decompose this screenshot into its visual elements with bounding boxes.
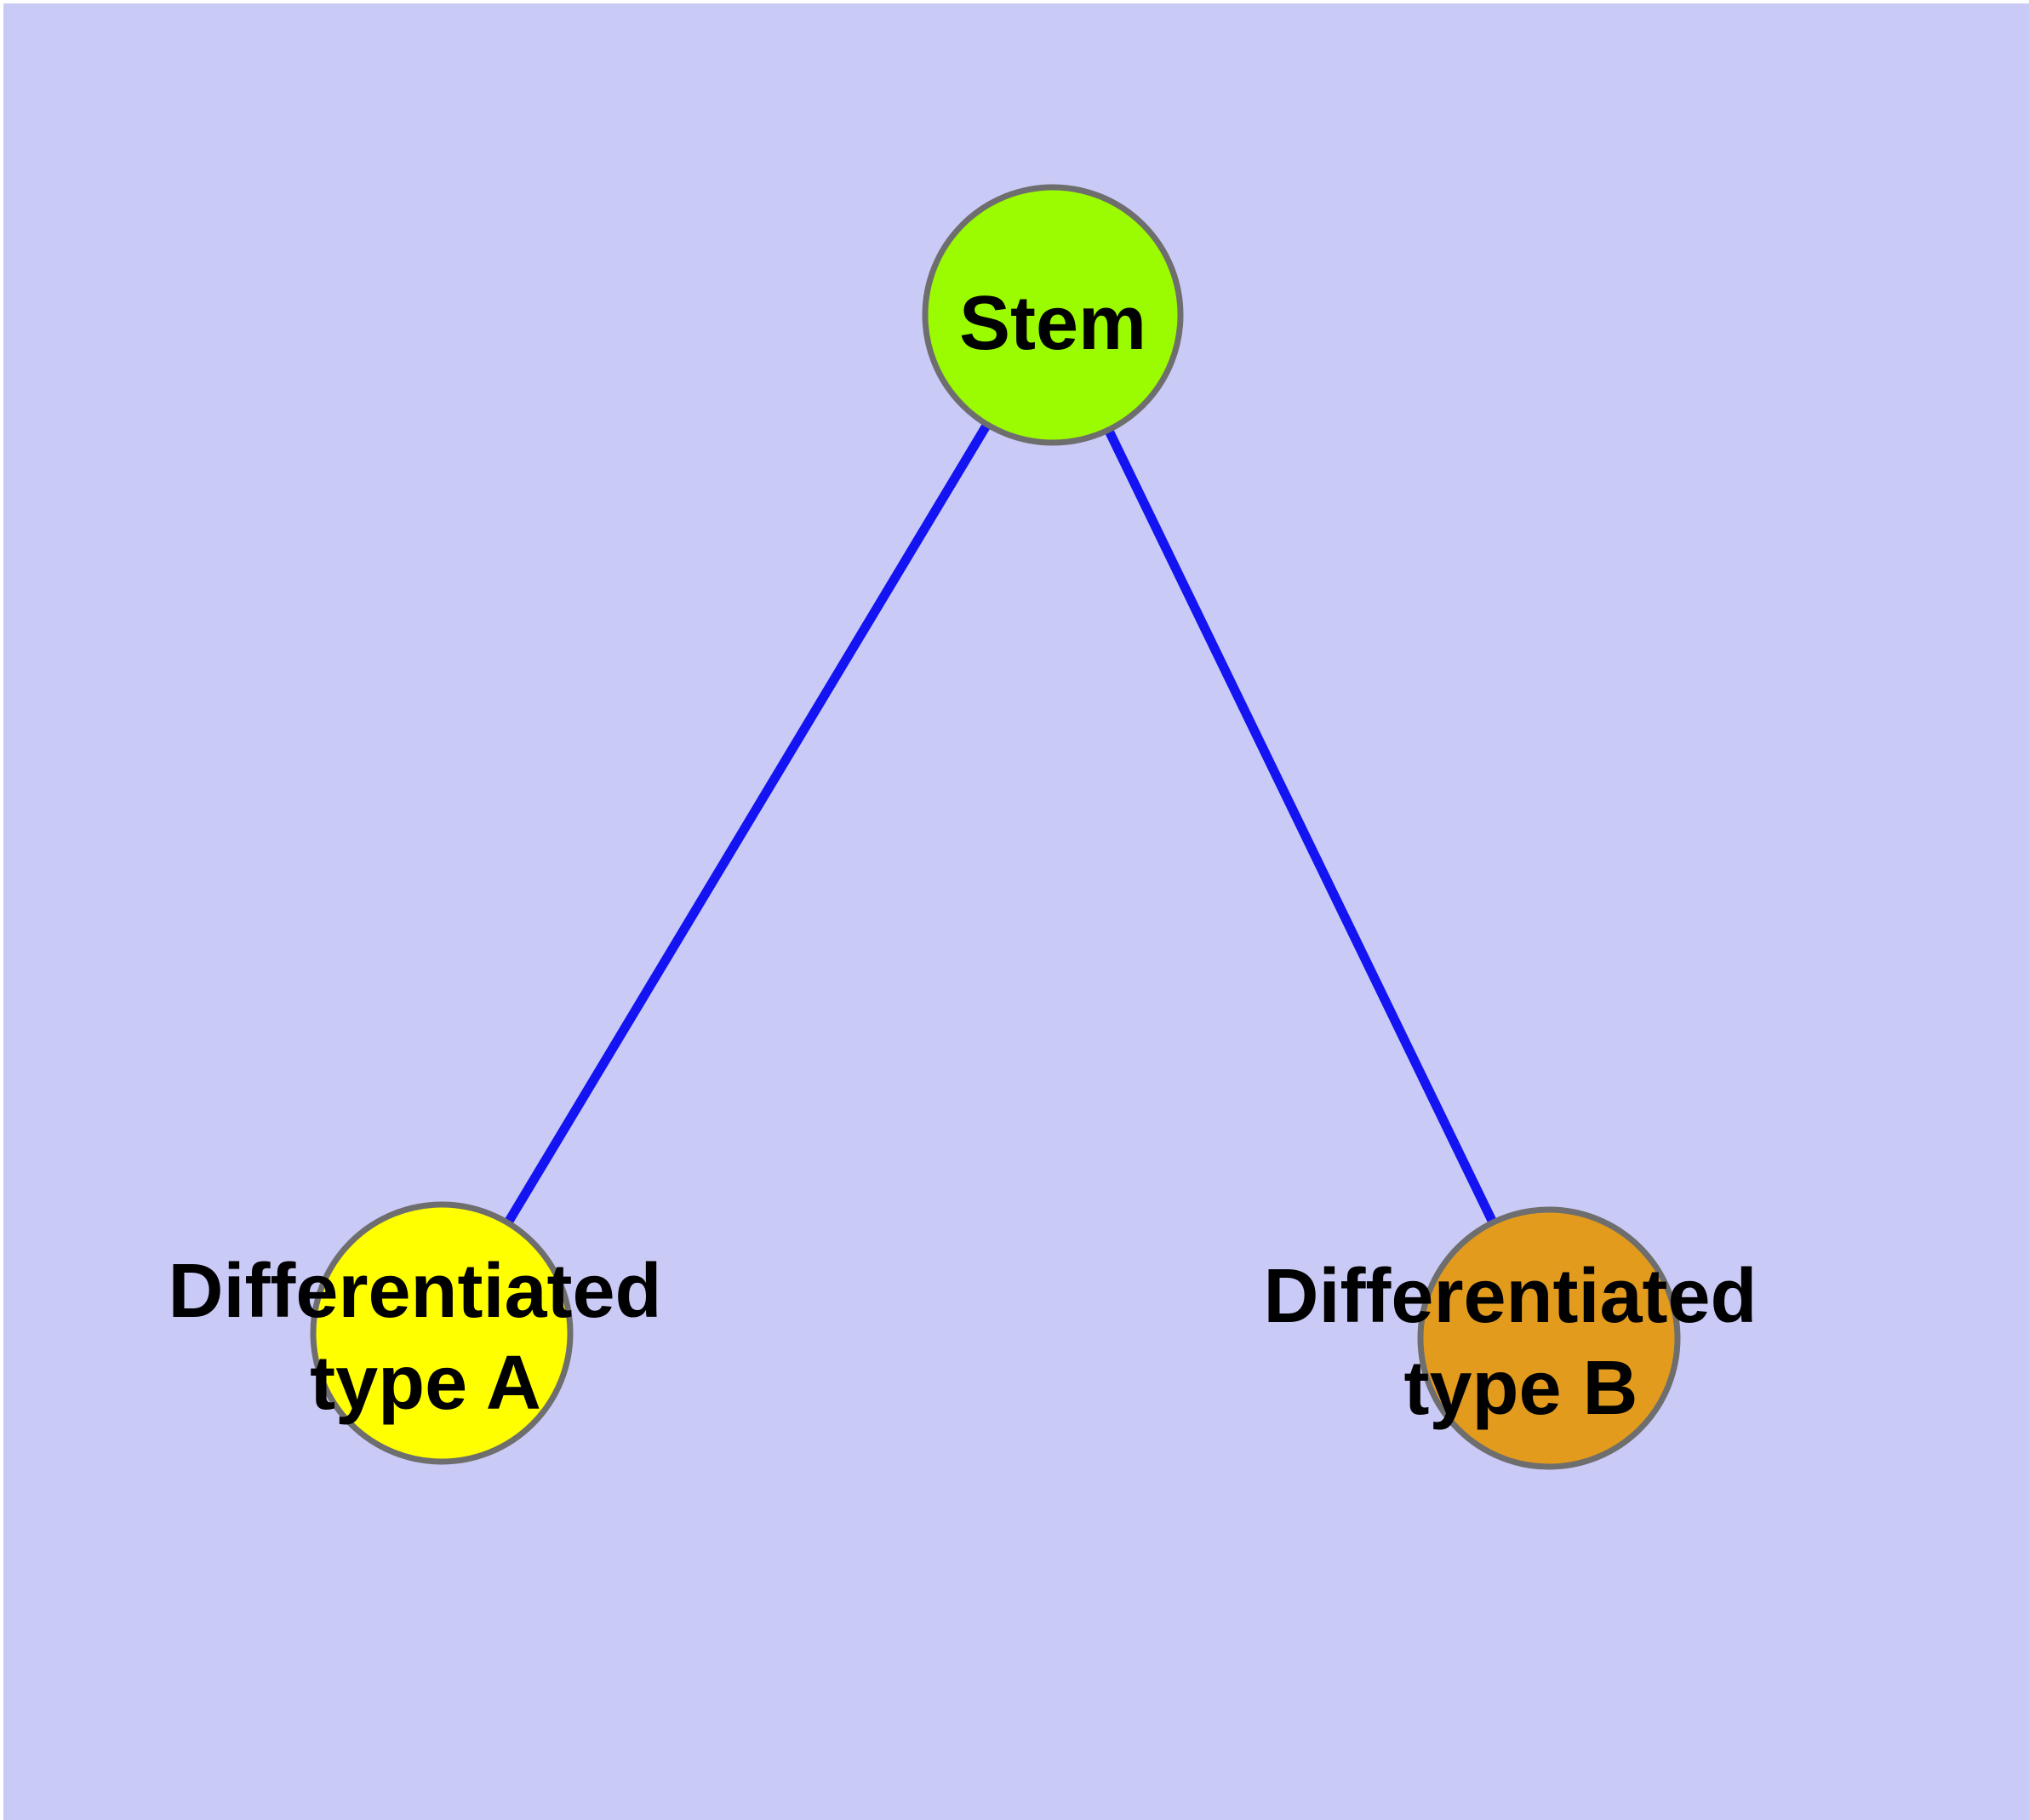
type-b-label-line2: type B — [1403, 1346, 1637, 1431]
edge-stem-to-type-a — [437, 312, 1057, 1336]
node-differentiated-type-a-circle — [310, 1201, 574, 1465]
node-stem-label: Stem — [959, 281, 1146, 366]
node-differentiated-type-b-label: Differentiated type B — [1263, 1254, 1778, 1431]
type-a-label-line1: Differentiated — [168, 1249, 661, 1334]
type-a-label-line2: type A — [310, 1341, 541, 1426]
node-differentiated-type-b-circle — [1417, 1206, 1681, 1470]
edge-stem-to-type-b — [1049, 312, 1553, 1341]
type-b-label-line1: Differentiated — [1263, 1254, 1757, 1339]
node-stem-circle — [922, 184, 1184, 446]
node-differentiated-type-a-label: Differentiated type A — [168, 1249, 683, 1426]
